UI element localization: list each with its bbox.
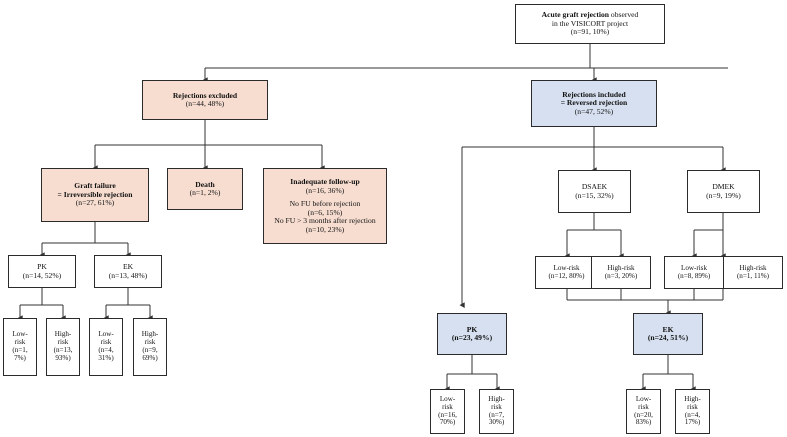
left-ek-low-line4: 31%) [98, 353, 114, 362]
left-ek-line1: EK [122, 262, 134, 271]
right-ek-low-line2: risk [638, 402, 649, 411]
left-ek-low-line1: Low- [98, 330, 114, 339]
node-dsaek-low-risk: Low-risk (n=12, 80%) [535, 256, 598, 289]
right-pk-line2: (n=23, 49%) [451, 333, 493, 342]
node-left-ek: EK (n=13, 48%) [94, 255, 162, 288]
node-right-ek-high-risk: High- risk (n=4, 17%) [675, 389, 710, 434]
inadequate-line2: (n=16, 36%) [305, 185, 345, 195]
root-line1-rest: observed [609, 10, 639, 20]
node-left-pk: PK (n=14, 52%) [8, 255, 76, 288]
dsaek-line1: DSAEK [581, 182, 608, 191]
node-graft-failure: Graft failure = Irreversible rejection (… [41, 168, 149, 222]
left-pk-low-line2: risk [14, 338, 26, 347]
left-ek-low-line3: (n=4, [98, 346, 114, 354]
node-dsaek: DSAEK (n=15, 32%) [558, 170, 631, 213]
node-right-ek: EK (n=24, 51%) [633, 313, 703, 355]
inadequate-line3: No FU before rejection [289, 199, 361, 208]
node-right-pk-low-risk: Low- risk (n=16, 70%) [430, 389, 465, 434]
death-line2: (n=1, 2%) [189, 188, 221, 197]
node-left-ek-low-risk: Low- risk (n=4, 31%) [89, 318, 123, 376]
dmek-high-line1: High-risk [739, 263, 767, 272]
inadequate-line5: No FU > 3 months after rejection [274, 216, 376, 225]
node-right-pk-high-risk: High- risk (n=7, 30%) [479, 389, 514, 434]
right-pk-high-line2: risk [491, 402, 502, 411]
node-left-ek-high-risk: High- risk (n=9, 69%) [133, 318, 167, 376]
left-pk-line1: PK [37, 262, 47, 271]
node-left-pk-low-risk: Low- risk (n=1, 7%) [3, 318, 37, 376]
left-pk-line2: (n=14, 52%) [22, 270, 62, 280]
dsaek-low-line1: Low-risk [553, 263, 580, 272]
right-pk-low-line4: 70%) [439, 418, 456, 427]
left-pk-high-line4: 93%) [55, 353, 71, 362]
dmek-line1: DMEK [712, 182, 735, 191]
right-ek-high-line2: risk [687, 402, 698, 411]
right-ek-line2: (n=24, 51%) [647, 333, 689, 342]
left-ek-line2: (n=13, 48%) [108, 270, 148, 280]
node-dmek-high-risk: High-risk (n=1, 11%) [723, 256, 783, 289]
node-left-pk-high-risk: High- risk (n=13, 93%) [46, 318, 80, 376]
node-rejections-excluded: Rejections excluded (n=44, 48%) [142, 80, 268, 120]
dmek-high-line2: (n=1, 11%) [736, 271, 770, 280]
left-pk-high-line3: (n=13, [53, 346, 73, 354]
left-ek-high-line3: (n=9, [142, 346, 158, 354]
left-pk-high-line2: risk [57, 338, 69, 347]
root-line2: in the VISICORT project [551, 18, 629, 28]
root-line1: Acute graft rejection observed [541, 10, 639, 20]
right-pk-high-line4: 30%) [488, 418, 505, 427]
node-acute-graft-rejection: Acute graft rejection observed in the VI… [515, 4, 665, 44]
dsaek-low-line2: (n=12, 80%) [548, 271, 585, 280]
node-right-pk: PK (n=23, 49%) [437, 313, 507, 355]
dmek-line2: (n=9, 19%) [706, 190, 741, 200]
node-rejections-included: Rejections included = Reversed rejection… [531, 80, 657, 127]
graft-failure-line1: Graft failure [74, 181, 116, 191]
right-pk-low-line2: risk [442, 402, 453, 411]
right-ek-high-line1: High- [684, 394, 701, 403]
inadequate-line1: Inadequate follow-up [290, 177, 360, 186]
right-ek-low-line3: (n=20, [634, 410, 653, 419]
right-ek-low-line4: 83%) [635, 418, 652, 427]
right-ek-high-line4: 17%) [684, 418, 701, 427]
right-pk-high-line1: High- [488, 394, 505, 403]
root-line1-bold: Acute graft rejection [541, 10, 609, 20]
right-pk-line1: PK [466, 324, 478, 334]
dsaek-high-line2: (n=3, 20%) [604, 271, 638, 280]
included-line3: (n=47, 52%) [574, 106, 614, 116]
inadequate-line6: (n=10, 23%) [305, 224, 345, 234]
death-line1: Death [195, 179, 215, 189]
dsaek-high-line1: High-risk [607, 263, 635, 272]
left-ek-high-line2: risk [144, 338, 156, 347]
included-line2: = Reversed rejection [560, 98, 628, 108]
left-pk-low-line1: Low- [12, 330, 28, 339]
dmek-low-line2: (n=8, 89%) [677, 271, 711, 280]
node-death: Death (n=1, 2%) [167, 168, 243, 210]
node-inadequate-follow-up: Inadequate follow-up (n=16, 36%) No FU b… [263, 168, 387, 244]
node-dmek: DMEK (n=9, 19%) [687, 170, 760, 213]
right-ek-line1: EK [662, 324, 674, 334]
node-right-ek-low-risk: Low- risk (n=20, 83%) [626, 389, 661, 434]
dmek-low-line1: Low-risk [680, 263, 707, 272]
root-line3: (n=91, 10%) [570, 27, 610, 37]
left-pk-low-line4: 7%) [14, 353, 26, 362]
left-pk-high-line1: High- [54, 330, 72, 339]
left-pk-low-line3: (n=1, [12, 346, 28, 354]
graft-failure-line2: = Irreversible rejection [57, 189, 133, 199]
left-ek-low-line2: risk [100, 338, 112, 347]
dsaek-line2: (n=15, 32%) [575, 190, 614, 200]
graft-failure-line3: (n=27, 61%) [75, 198, 115, 208]
inadequate-line4: (n=6, 15%) [307, 207, 343, 217]
left-ek-high-line1: High- [141, 330, 159, 339]
right-pk-low-line3: (n=16, [438, 410, 457, 419]
left-ek-high-line4: 69%) [142, 353, 158, 362]
right-ek-high-line3: (n=4, [684, 410, 701, 419]
included-line1: Rejections included [562, 89, 626, 99]
excluded-line2: (n=44, 48%) [185, 99, 225, 108]
right-ek-low-line1: Low- [635, 394, 652, 403]
right-pk-high-line3: (n=7, [488, 410, 505, 419]
node-dmek-low-risk: Low-risk (n=8, 89%) [664, 256, 724, 289]
right-pk-low-line1: Low- [439, 394, 456, 403]
excluded-line1: Rejections excluded [172, 90, 238, 100]
node-dsaek-high-risk: High-risk (n=3, 20%) [591, 256, 651, 289]
